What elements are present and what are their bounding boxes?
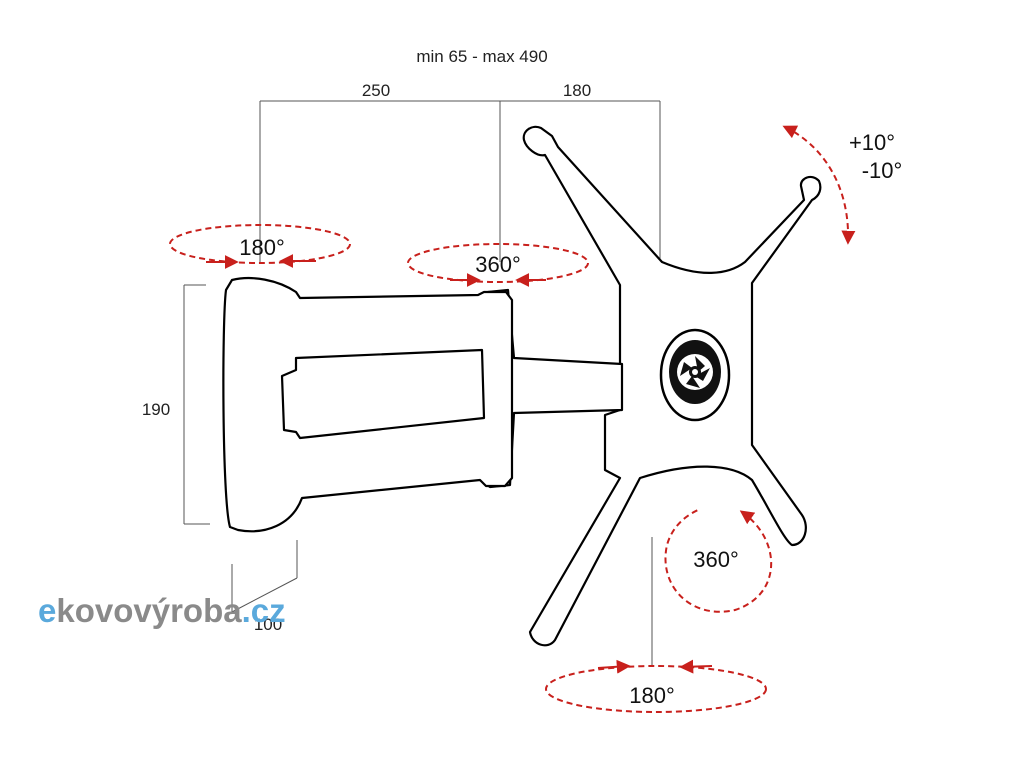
rotation-tilt bbox=[782, 125, 856, 245]
rotation-head bbox=[664, 509, 773, 613]
dimension-lines bbox=[183, 100, 661, 665]
logo-suffix: .cz bbox=[242, 592, 286, 629]
wall-plate-depth-label: 100 bbox=[254, 615, 282, 634]
head-pivot-blades bbox=[680, 356, 710, 388]
middle-pivot-angle: 360° bbox=[475, 252, 521, 277]
rotation-wall-pivot bbox=[169, 224, 351, 269]
logo-main: kovovýroba bbox=[56, 592, 242, 629]
arm-segment-2-label: 180 bbox=[563, 81, 591, 100]
head-rotation-angle: 360° bbox=[693, 547, 739, 572]
wall-plate-slot bbox=[280, 348, 486, 440]
rotation-middle-pivot bbox=[407, 243, 589, 287]
wall-plate-height-label: 190 bbox=[142, 400, 170, 419]
mount-body bbox=[222, 125, 822, 647]
watermark-logo: ekovovýroba.cz bbox=[38, 592, 286, 629]
arm-segment-1-label: 250 bbox=[362, 81, 390, 100]
head-swivel-angle: 180° bbox=[629, 683, 675, 708]
logo-prefix: e bbox=[38, 592, 56, 629]
tilt-minus-angle: -10° bbox=[862, 158, 903, 183]
tilt-plus-angle: +10° bbox=[849, 130, 895, 155]
wall-pivot-angle: 180° bbox=[239, 235, 285, 260]
rotation-head-swivel bbox=[545, 659, 767, 713]
extension-range-label: min 65 - max 490 bbox=[416, 47, 547, 66]
